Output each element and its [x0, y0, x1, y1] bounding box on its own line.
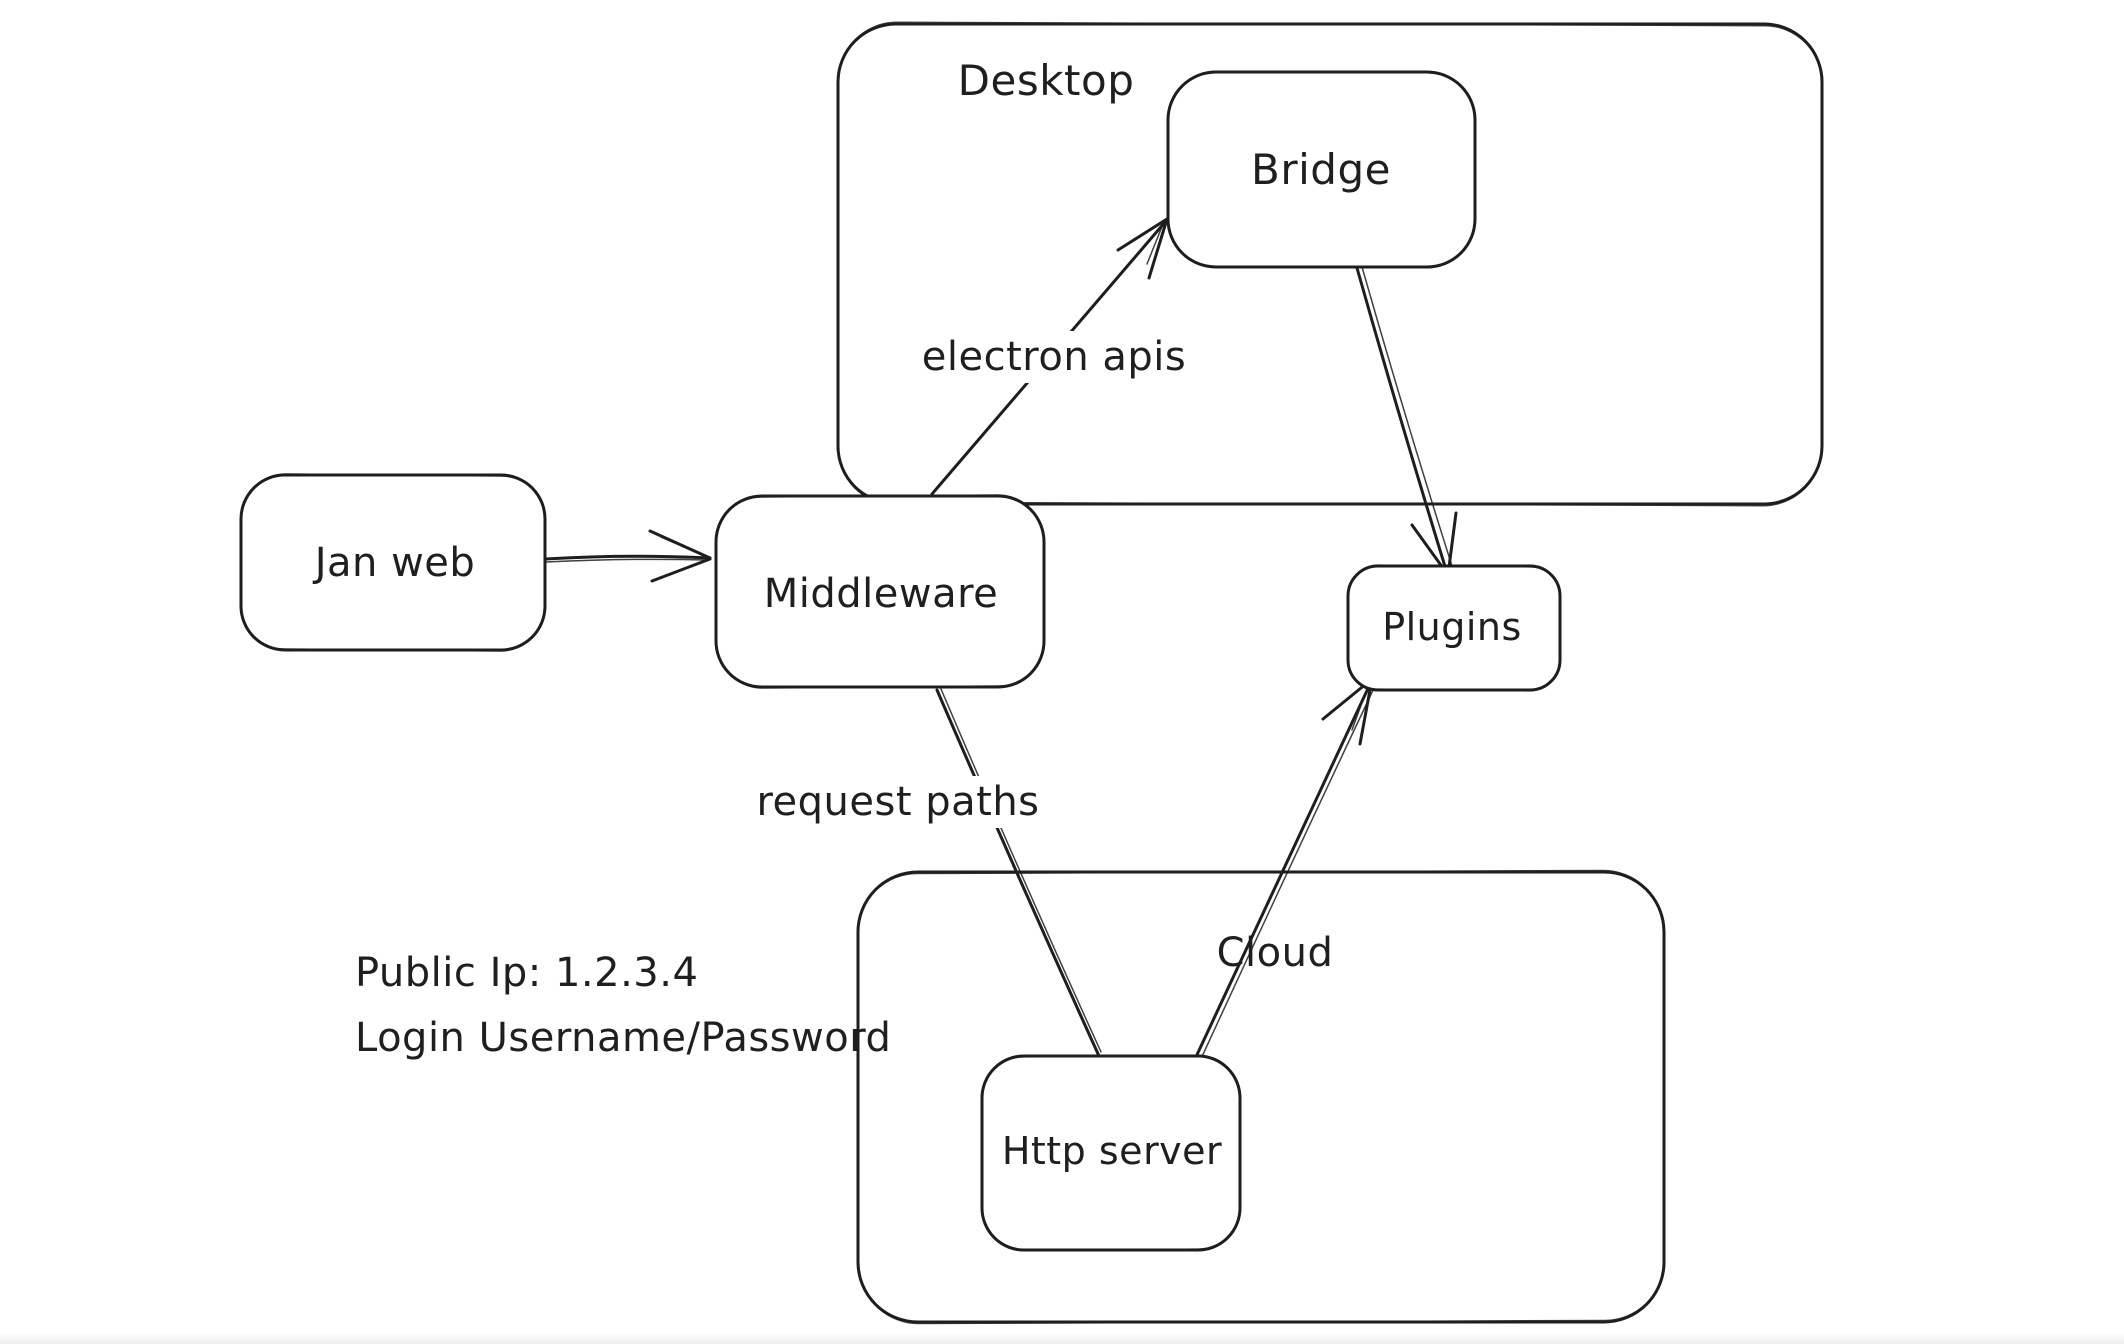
- node-bridge-shape[interactable]: [1166, 70, 1477, 269]
- edge-bridge-plugins[interactable]: [1355, 266, 1458, 577]
- window-bottom-edge: [0, 1332, 2124, 1344]
- annotation-public-ip[interactable]: Public Ip: 1.2.3.4: [355, 950, 699, 996]
- node-http-server-label[interactable]: Http server: [1001, 1129, 1223, 1174]
- node-plugins-label[interactable]: Plugins: [1382, 605, 1522, 650]
- node-jan-web-shape[interactable]: [239, 473, 547, 652]
- node-jan-web-label[interactable]: Jan web: [314, 540, 476, 586]
- edge-label-request-paths[interactable]: request paths: [746, 776, 1050, 828]
- edge-middleware-httpserver[interactable]: [935, 688, 1102, 1058]
- container-cloud-label[interactable]: Cloud: [1216, 930, 1334, 976]
- node-middleware-shape[interactable]: [714, 494, 1046, 689]
- edge-janweb-middleware[interactable]: [543, 529, 712, 583]
- node-middleware-label[interactable]: Middleware: [763, 571, 999, 617]
- node-plugins-shape[interactable]: [1346, 564, 1562, 692]
- container-desktop-label[interactable]: Desktop: [957, 55, 1135, 105]
- node-http-server-shape[interactable]: [980, 1054, 1242, 1252]
- node-bridge-label[interactable]: Bridge: [1251, 144, 1391, 194]
- annotation-login[interactable]: Login Username/Password: [355, 1015, 892, 1061]
- edge-label-electron-apis[interactable]: electron apis: [911, 331, 1197, 383]
